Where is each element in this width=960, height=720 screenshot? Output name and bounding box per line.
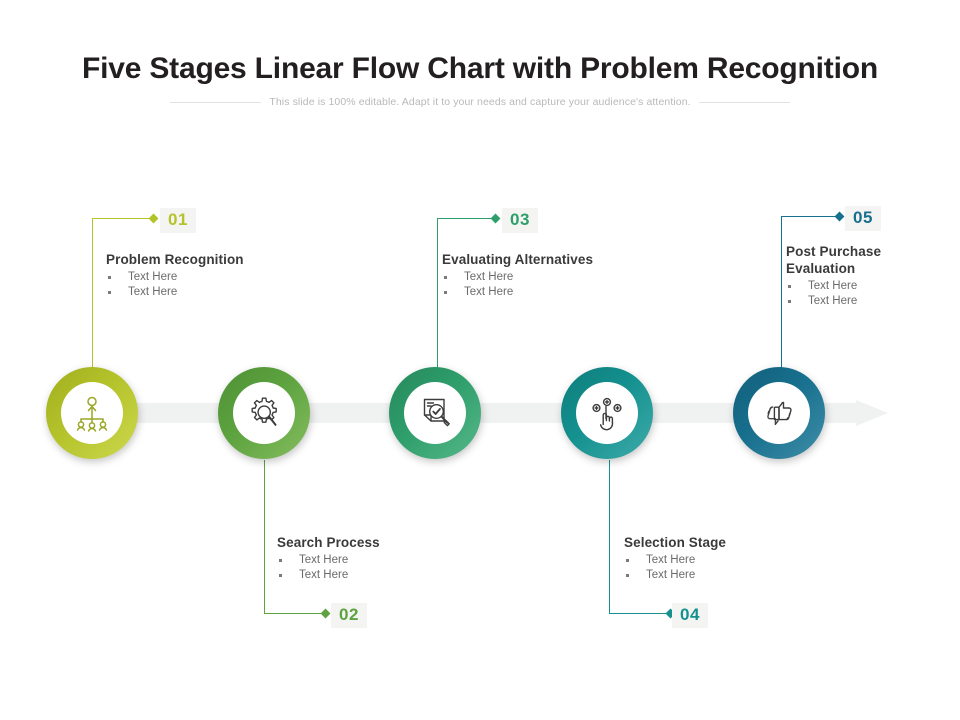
subtitle-row: This slide is 100% editable. Adapt it to… bbox=[170, 92, 791, 112]
list-item: Text Here bbox=[624, 568, 854, 583]
list-item: Text Here bbox=[624, 553, 854, 568]
stage-bullets-4: Text Here Text Here bbox=[624, 553, 854, 583]
flow-arrow-head-icon bbox=[856, 400, 888, 426]
list-item: Text Here bbox=[786, 294, 926, 309]
stage-text-block-2: Search Process Text Here Text Here bbox=[277, 534, 507, 583]
connector-diamond-3 bbox=[490, 213, 501, 224]
connector-horizontal-4 bbox=[609, 613, 671, 614]
stage-heading-2: Search Process bbox=[277, 535, 380, 550]
gear-search-icon bbox=[251, 397, 277, 426]
stage-heading-1: Problem Recognition bbox=[106, 252, 244, 267]
connector-horizontal-2 bbox=[264, 613, 326, 614]
connector-vertical-2 bbox=[264, 460, 265, 614]
stage-bullets-3: Text Here Text Here bbox=[442, 270, 682, 300]
list-item: Text Here bbox=[442, 285, 682, 300]
stage-number-badge-1: 01 bbox=[160, 208, 196, 233]
stage-circle-5[interactable] bbox=[733, 367, 825, 459]
stage-circle-inner-3 bbox=[404, 382, 466, 444]
list-item: Text Here bbox=[106, 285, 336, 300]
stage-circle-4[interactable] bbox=[561, 367, 653, 459]
connector-diamond-5 bbox=[834, 211, 845, 222]
stage-circle-inner-2 bbox=[233, 382, 295, 444]
list-item: Text Here bbox=[106, 270, 336, 285]
stage-text-block-3: Evaluating Alternatives Text Here Text H… bbox=[442, 251, 682, 300]
list-item: Text Here bbox=[277, 568, 507, 583]
connector-diamond-2 bbox=[320, 608, 331, 619]
stage-circle-inner-1 bbox=[61, 382, 123, 444]
subtitle-text: This slide is 100% editable. Adapt it to… bbox=[269, 96, 691, 108]
stage-circle-inner-5 bbox=[748, 382, 810, 444]
stage-circle-3[interactable] bbox=[389, 367, 481, 459]
subtitle-rule-right bbox=[698, 101, 791, 103]
stage-circle-2[interactable] bbox=[218, 367, 310, 459]
stage-heading-5: Post Purchase Evaluation bbox=[786, 244, 882, 276]
org-hierarchy-icon bbox=[76, 396, 108, 432]
stage-number-badge-5: 05 bbox=[845, 206, 881, 231]
stage-number-badge-4: 04 bbox=[672, 603, 708, 628]
stage-bullets-1: Text Here Text Here bbox=[106, 270, 336, 300]
stage-circle-inner-4 bbox=[576, 382, 638, 444]
connector-horizontal-1 bbox=[92, 218, 154, 219]
document-check-magnifier-icon bbox=[423, 398, 450, 427]
connector-vertical-5 bbox=[781, 216, 782, 368]
connector-vertical-4 bbox=[609, 460, 610, 614]
page-title: Five Stages Linear Flow Chart with Probl… bbox=[82, 52, 878, 85]
thumbs-up-down-icon bbox=[767, 401, 792, 425]
stage-heading-3: Evaluating Alternatives bbox=[442, 252, 594, 267]
stage-text-block-4: Selection Stage Text Here Text Here bbox=[624, 534, 854, 583]
stage-heading-4: Selection Stage bbox=[624, 535, 727, 550]
list-item: Text Here bbox=[442, 270, 682, 285]
connector-vertical-1 bbox=[92, 218, 93, 368]
list-item: Text Here bbox=[277, 553, 507, 568]
stage-number-badge-3: 03 bbox=[502, 208, 538, 233]
stage-bullets-2: Text Here Text Here bbox=[277, 553, 507, 583]
stage-number-badge-2: 02 bbox=[331, 603, 367, 628]
stage-text-block-1: Problem Recognition Text Here Text Here bbox=[106, 251, 336, 300]
hand-pointer-select-icon bbox=[592, 397, 622, 431]
connector-horizontal-5 bbox=[781, 216, 839, 217]
connector-vertical-3 bbox=[437, 218, 438, 368]
connector-diamond-1 bbox=[148, 213, 159, 224]
connector-horizontal-3 bbox=[437, 218, 495, 219]
subtitle-rule-left bbox=[170, 101, 262, 103]
stage-circle-1[interactable] bbox=[46, 367, 138, 459]
list-item: Text Here bbox=[786, 279, 926, 294]
stage-text-block-5: Post Purchase Evaluation Text Here Text … bbox=[786, 243, 926, 309]
stage-bullets-5: Text Here Text Here bbox=[786, 279, 926, 309]
